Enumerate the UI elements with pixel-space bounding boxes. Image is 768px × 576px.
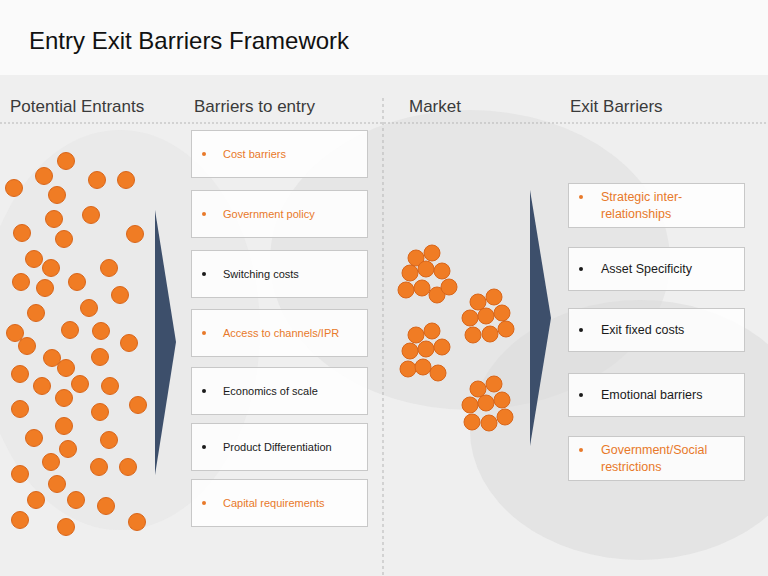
barrier-text: Strategic inter-relationships <box>601 189 713 222</box>
title-band <box>0 0 768 75</box>
barrier-text: Exit fixed costs <box>601 322 684 338</box>
barrier-text: Product Differentiation <box>223 440 332 454</box>
barrier-text: Economics of scale <box>223 384 318 398</box>
bullet-dot <box>202 152 206 156</box>
bullet-dot <box>579 267 583 271</box>
barrier-text: Government policy <box>223 207 315 221</box>
barrier-box: Asset Specificity <box>568 247 745 291</box>
barrier-text-group: Emotional barriers <box>601 387 702 403</box>
photo-shade <box>470 300 768 560</box>
divider-line <box>383 98 384 576</box>
barrier-box: Product Differentiation <box>191 423 368 471</box>
barrier-text: Asset Specificity <box>601 261 692 277</box>
barrier-text-group: Asset Specificity <box>601 261 692 277</box>
barrier-box: Cost barriers <box>191 130 368 178</box>
barrier-box: Government/Social restrictions <box>568 436 745 481</box>
title: Entry Exit Barriers Framework <box>29 27 349 55</box>
barrier-box: Capital requirements <box>191 479 368 527</box>
barrier-text-group: Strategic inter-relationships <box>601 189 713 222</box>
bullet-dot <box>202 331 206 335</box>
barrier-box: Switching costs <box>191 250 368 298</box>
barrier-text-group: Government policy <box>223 207 315 221</box>
barrier-box: Economics of scale <box>191 367 368 415</box>
barrier-box: Exit fixed costs <box>568 308 745 352</box>
barrier-box: Strategic inter-relationships <box>568 183 745 228</box>
barrier-text: Access to channels/IPR <box>223 326 339 340</box>
barrier-box: Emotional barriers <box>568 373 745 417</box>
barrier-text: Government/Social restrictions <box>601 442 713 475</box>
column-header: Barriers to entry <box>194 97 315 117</box>
bullet-dot <box>579 448 583 452</box>
bullet-dot <box>202 272 206 276</box>
barrier-box: Government policy <box>191 190 368 238</box>
barrier-text: Capital requirements <box>223 496 325 510</box>
barrier-text-group: Exit fixed costs <box>601 322 684 338</box>
bullet-dot <box>202 389 206 393</box>
barrier-text-group: Access to channels/IPR <box>223 326 339 340</box>
bullet-dot <box>579 328 583 332</box>
column-header: Exit Barriers <box>570 97 663 117</box>
barrier-text-group: Capital requirements <box>223 496 325 510</box>
market-dots <box>398 245 514 431</box>
header-rule <box>0 123 768 124</box>
barrier-text-group: Product Differentiation <box>223 440 332 454</box>
barrier-text-group: Economics of scale <box>223 384 318 398</box>
bullet-dot <box>579 195 583 199</box>
column-header: Potential Entrants <box>10 97 144 117</box>
barrier-box: Access to channels/IPR <box>191 309 368 357</box>
bullet-dot <box>579 393 583 397</box>
entrant-dots <box>6 153 147 536</box>
flow-arrow <box>530 190 551 446</box>
barrier-text: Cost barriers <box>223 147 286 161</box>
barrier-text: Switching costs <box>223 267 299 281</box>
flow-arrow <box>155 210 176 475</box>
column-header: Market <box>409 97 461 117</box>
barrier-text-group: Switching costs <box>223 267 299 281</box>
bullet-dot <box>202 212 206 216</box>
bullet-dot <box>202 501 206 505</box>
barrier-text-group: Cost barriers <box>223 147 286 161</box>
barrier-text-group: Government/Social restrictions <box>601 442 713 475</box>
barrier-text: Emotional barriers <box>601 387 702 403</box>
bullet-dot <box>202 445 206 449</box>
